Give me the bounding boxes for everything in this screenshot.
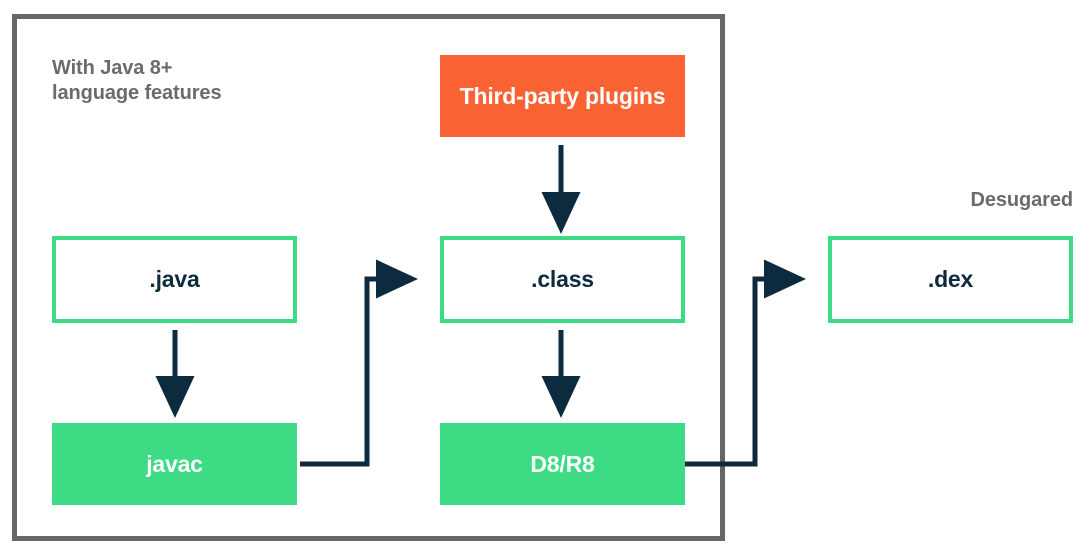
node-javac-compiler[interactable]: javac	[52, 423, 297, 505]
desugared-annotation: Desugared	[970, 189, 1074, 211]
node-d8-r8-compiler[interactable]: D8/R8	[440, 423, 685, 505]
java8-features-annotation: With Java 8+ language features	[52, 57, 222, 104]
node-third-party-plugins[interactable]: Third-party plugins	[440, 55, 685, 137]
node-class-bytecode[interactable]: .class	[440, 236, 685, 323]
node-dex-output[interactable]: .dex	[828, 236, 1073, 323]
node-java-source[interactable]: .java	[52, 236, 297, 323]
